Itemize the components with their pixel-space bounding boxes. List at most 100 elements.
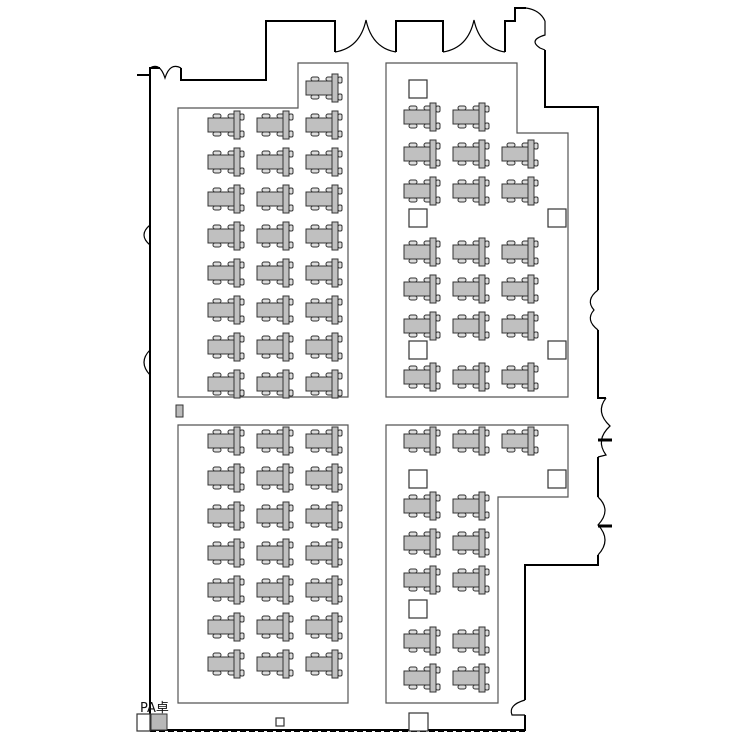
desk-table [256,302,285,318]
desk-bar [282,426,290,456]
desk-table [403,281,432,297]
chair [261,316,271,322]
desk-unit [403,102,441,132]
desk-table [403,670,432,686]
desk-table [452,146,481,162]
chair [212,224,222,230]
chair-side [239,632,245,640]
chair-side [288,335,294,343]
chair [261,578,271,584]
desk-bar [429,565,437,595]
desk-bar [331,575,339,605]
chair [506,197,516,203]
chair-side [288,261,294,269]
chair [408,647,418,653]
desk-bar [282,332,290,362]
chair [408,447,418,453]
chair [506,314,516,320]
chair [310,633,320,639]
desk-unit [256,110,294,140]
chair [408,105,418,111]
desk-table [501,244,530,260]
chair-side [239,241,245,249]
desk-bar [282,295,290,325]
chair [261,447,271,453]
chair-side [288,615,294,623]
desk-table [452,318,481,334]
chair-side [337,669,343,677]
chair [261,559,271,565]
chair-side [337,241,343,249]
chair [408,429,418,435]
chair [261,279,271,285]
desk-table [207,656,236,672]
pillar [408,79,428,99]
desk-unit [501,139,539,169]
desk-unit [305,426,343,456]
chair [310,372,320,378]
chair-side [435,196,441,204]
desk-unit [452,426,490,456]
desk-unit [452,176,490,206]
chair [506,383,516,389]
desk-table [501,183,530,199]
desk-unit [256,369,294,399]
desk-bar [478,274,486,304]
desk-bar [331,649,339,679]
chair-side [435,531,441,539]
chair [457,142,467,148]
chair [261,596,271,602]
chair-side [435,646,441,654]
chair [408,197,418,203]
desk-unit [403,626,441,656]
chair-side [288,466,294,474]
chair-side [484,683,490,691]
chair-side [337,224,343,232]
chair-side [484,142,490,150]
desk-unit [256,221,294,251]
desk-table [207,191,236,207]
chair-side [288,483,294,491]
desk-table [305,545,334,561]
door-arcs [143,7,612,716]
desk-bar [429,139,437,169]
chair [457,647,467,653]
chair-side [288,187,294,195]
chair [457,105,467,111]
chair [212,131,222,137]
chair [310,261,320,267]
desk-table [256,191,285,207]
desk-bar [331,110,339,140]
desk-unit [256,184,294,214]
desk-bar [527,176,535,206]
chair [457,568,467,574]
desk-bar [233,612,241,642]
desk-unit [452,237,490,267]
chair [457,314,467,320]
desk-bar [478,528,486,558]
chair-side [484,365,490,373]
chair [408,240,418,246]
chair [506,142,516,148]
desk-table [207,619,236,635]
chair [506,240,516,246]
desk-unit [452,491,490,521]
desk-table [403,633,432,649]
chair-side [533,314,539,322]
chair [212,559,222,565]
chair [457,123,467,129]
desk-table [452,109,481,125]
desk-table [501,369,530,385]
desk-unit [403,237,441,267]
chair [310,596,320,602]
chair [310,76,320,82]
chair-side [484,666,490,674]
chair [310,150,320,156]
chair [261,541,271,547]
chair [261,670,271,676]
desk-bar [331,221,339,251]
chair [212,633,222,639]
chair [310,541,320,547]
chair-side [337,167,343,175]
chair-side [337,278,343,286]
